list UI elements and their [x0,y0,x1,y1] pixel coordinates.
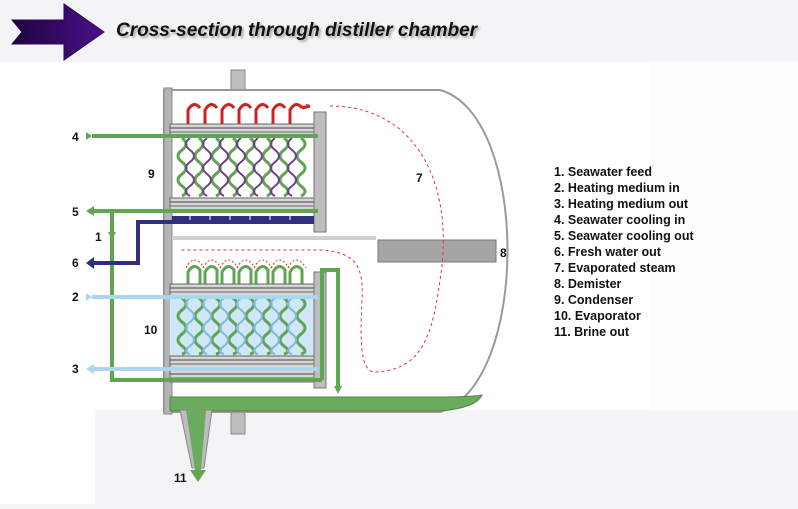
legend-item: 8. Demister [554,277,622,291]
callout-2: 2 [72,290,79,304]
header-arrow-icon [10,3,105,61]
legend-item: 6. Fresh water out [554,245,661,259]
callout-11: 11 [174,471,187,485]
callout-4: 4 [72,130,79,144]
callout-7: 7 [416,171,423,185]
callout-5: 5 [72,205,79,219]
legend: 1. Seawater feed 2. Heating medium in 3.… [554,164,694,340]
legend-item: 9. Condenser [554,293,634,307]
demister [172,236,497,263]
legend-item: 5. Seawater cooling out [554,229,694,243]
brine-outlet [179,409,213,482]
callout-1: 1 [95,230,102,244]
arrow-out-5-icon [86,206,94,216]
legend-item: 4. Seawater cooling in [554,213,686,227]
callout-10: 10 [144,323,158,337]
legend-item: 1. Seawater feed [554,165,652,179]
pipe-seawater-cooling-out [94,209,340,386]
pipe-fresh-water-out [86,220,314,269]
pipe-heating-medium-in [86,293,318,301]
callout-9: 9 [148,167,155,181]
callout-3: 3 [72,362,79,376]
callout-8: 8 [500,246,507,260]
arrow-feed-down-icon [334,386,342,394]
pipe-heating-medium-out [86,364,318,374]
arrow-feed-1-icon [108,232,116,240]
brine-pool [169,394,483,412]
callout-6: 6 [72,256,79,270]
page-title: Cross-section through distiller chamber [116,20,478,41]
evaporated-steam-path [180,105,444,373]
legend-item: 3. Heating medium out [554,197,689,211]
pipe-seawater-cooling-in [86,132,318,140]
legend-item: 10. Evaporator [554,309,641,323]
legend-item: 7. Evaporated steam [554,261,676,275]
legend-item: 2. Heating medium in [554,181,680,195]
legend-item: 11. Brine out [554,325,630,339]
